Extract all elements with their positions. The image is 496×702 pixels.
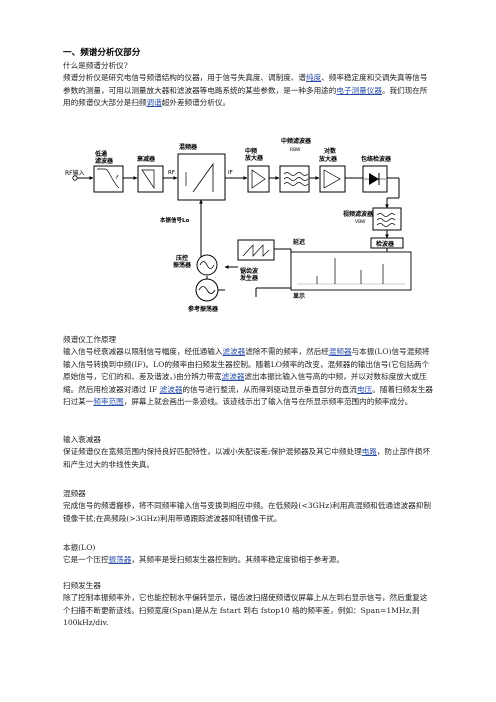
if-amp-label-1: 中频 [245,147,257,155]
text-run: 的信号进行整流，从而得到驱动显示垂直部分的直流 [182,384,358,394]
video-filter-label: 视频滤波器 [343,210,374,218]
text-run: 。我们现在所用的频谱仪大部分是扫频 [63,85,428,108]
link-tuning[interactable]: 调谐 [146,98,162,108]
mixer-title: 混频器 [63,489,86,498]
text-run: ，其频率是受扫频发生器控制的。其频率稳定度锁相于参考源。 [131,555,344,564]
detector-label: 检波器 [376,240,395,248]
attenuator-label: 衰减器 [136,155,156,163]
sawtooth-label-1: 锯齿波 [240,267,259,275]
vco-label-2: 振荡器 [173,261,192,269]
mixer-paragraph: 完成信号的频谱搬移，将不同频率输入信号变换到相应中频。在低频段(<3GHz)利用… [63,501,431,523]
principle-paragraph: 输入信号经衰减器以限制信号幅度，经低通输入滤波器滤除不需的频率，然后经混频器与本… [63,346,435,409]
text-run: 滤除不需的频率，然后经 [245,347,329,356]
delay-label: 延迟 [292,238,305,246]
local-osc-label: 本振信号Lo [160,216,190,224]
mixer-label: 混频器 [179,143,198,151]
rbw-label: RBW [290,147,301,153]
sawtooth-generator-block: 锯齿波 发生器 [237,239,275,282]
lowpass-label-1: 低通 [94,150,107,158]
log-amplifier-block: 对数 放大器 [318,147,346,193]
text-run: 超外差频谱分析仪。 [161,98,231,108]
ref-osc-label: 参考振荡器 [187,305,219,313]
text-run: 它是一个压控 [63,555,109,564]
lowpass-filter-block: f 低通 滤波器 [93,150,124,193]
if-filter-block: 中频滤波器 RBW [279,137,312,193]
rf-input-label: RF输入 [65,169,85,177]
spectrum-analyzer-block-diagram: RF输入 f 低通 滤波器 衰减器 混频器 RF IF 中频 放大器 中频滤波器… [65,137,412,313]
if-port-label: IF [228,170,233,176]
intro-paragraph: 频谱分析仪是研究电信号频谱结构的仪器，用于信号失真度、调制度、谱纯度、频率稳定度… [63,72,435,110]
text-run: 保证频谱仪在宽频范围内保持良好匹配特性，以减小失配误差;保护混频器及其它中频处理 [63,447,362,456]
link-filter-2[interactable]: 滤波器 [221,372,245,382]
lo-title: 本振(LO) [63,543,96,552]
link-filter[interactable]: 滤波器 [222,347,246,356]
text-run: 输入信号经衰减器以限制信号幅度，经低通输入 [63,347,223,356]
lowpass-label-2: 滤波器 [95,157,114,165]
reference-oscillator-block: 参考振荡器 [187,278,219,313]
link-circuit[interactable]: 电路 [361,447,377,456]
text-run: ，防止部件损坏和产生过大的非线性失真。 [63,447,431,469]
text-run: 、频率稳定度和交调失真等信号参数的测量，可用以测量放大器和滤波器等电路系统的某些… [63,73,428,95]
link-filter-3[interactable]: 滤波器 [159,384,183,394]
detector-block: 检波器 [370,237,404,249]
sweep-paragraph: 除了控制本振频率外，它也能控制水平偏转显示，锯齿波扫描使频谱仪屏幕上从左到右显示… [63,593,428,628]
text-run: ，屏幕上就会画出一条迹线。该迹线示出了输入信号在所显示频率范围内的频率成分。 [123,397,413,407]
link-mixer[interactable]: 混频器 [328,347,352,356]
text-run: 频谱分析仪是研究电信号频谱结构的仪器，用于信号失真度、调制度、谱 [63,73,306,82]
link-oscillator[interactable]: 振荡器 [108,555,132,564]
vco-block: 压控 振荡器 [173,254,218,276]
video-filter-block: 视频滤波器 VBW [343,207,402,231]
display-block: 显示 [290,251,412,300]
text-run: 。随着扫频发生器扫过某一 [63,384,434,407]
envelope-detector-block: 包络检波器 [361,155,392,193]
section-heading: 一、频谱分析仪部分 [63,48,141,58]
log-amp-label-2: 放大器 [318,155,338,163]
attenuator-block: 衰减器 [136,155,164,193]
rf-port-label: RF [168,170,175,176]
link-voltage[interactable]: 电压 [357,384,373,394]
vbw-label: VBW [355,219,366,225]
vco-label-1: 压控 [176,254,188,262]
text-run: 滤出本振比输入信号高的中频，并以对数标度放大或压缩。然后用检波器对通过 IF [63,372,427,394]
link-frequency-range[interactable]: 频率范围 [93,397,124,407]
display-label: 显示 [293,292,305,300]
text-run: 与本振(LO)信号混频将输入信号转换到中频(IF)。LO的频率由扫频发生器控制。… [63,347,430,382]
if-amp-label-2: 放大器 [244,154,264,162]
log-amp-label-1: 对数 [324,147,337,155]
lo-paragraph: 它是一个压控振荡器，其频率是受扫频发生器控制的。其频率稳定度锁相于参考源。 [63,554,435,567]
sweep-title: 扫频发生器 [63,581,101,590]
link-electronic-instrument[interactable]: 电子测量仪器 [336,85,382,95]
attenuator-title: 输入衰减器 [63,435,101,444]
attenuator-paragraph: 保证频谱仪在宽频范围内保持良好匹配特性，以减小失配误差;保护混频器及其它中频处理… [63,446,435,471]
sawtooth-label-2: 发生器 [239,274,259,282]
mixer-block: 混频器 RF IF [168,143,233,201]
principle-title: 频谱仪工作原理 [63,335,117,344]
symbol-f: f [116,175,119,181]
link-purity[interactable]: 纯度 [306,73,322,82]
if-filter-label: 中频滤波器 [281,137,312,145]
envelope-detector-label: 包络检波器 [361,155,392,163]
if-amplifier-block: 中频 放大器 [244,147,270,193]
intro-question: 什么是频谱分析仪? [63,61,128,70]
